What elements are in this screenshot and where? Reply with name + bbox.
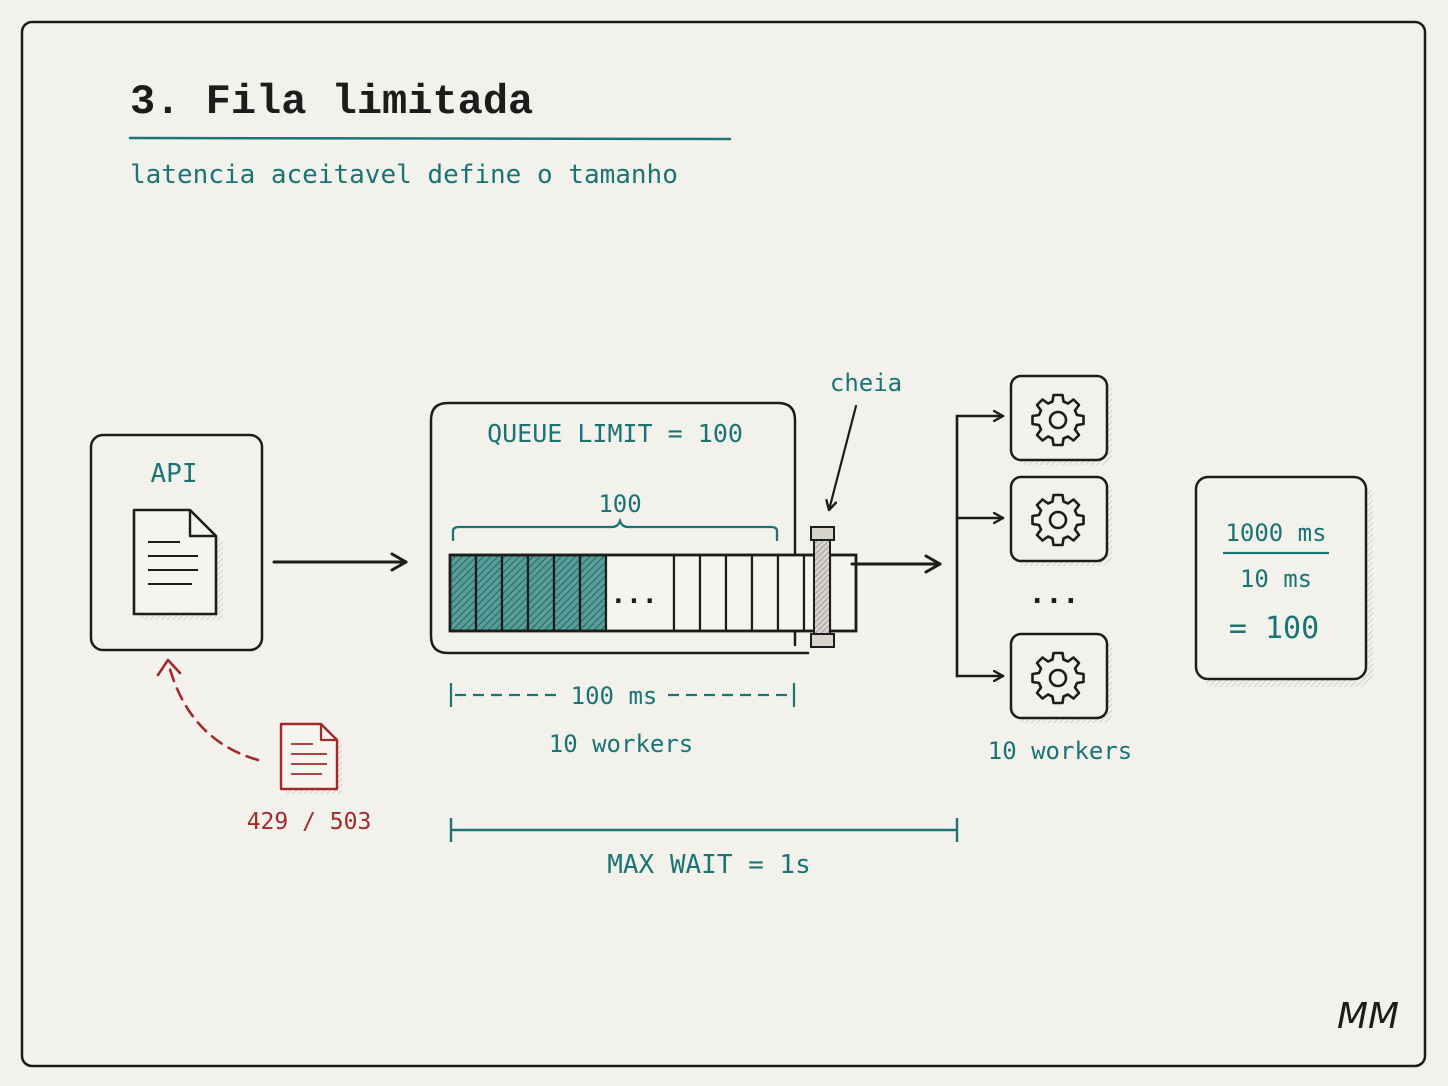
reject-arrow xyxy=(166,660,260,762)
queue-brace xyxy=(451,517,779,542)
api-node: API xyxy=(89,433,264,652)
queue-full-barrier xyxy=(810,526,835,648)
queue-box xyxy=(429,401,810,655)
queue-slot-empty xyxy=(698,553,728,633)
queue-slot-filled xyxy=(474,553,504,633)
page-subtitle: latencia aceitavel define o tamanho xyxy=(130,160,678,190)
queue-workers-label: 10 workers xyxy=(549,730,694,758)
queue-node: QUEUE LIMIT = 100 100 ... cheia 100 ms 1… xyxy=(429,369,902,758)
api-label: API xyxy=(151,459,198,489)
queue-slot-empty xyxy=(828,553,858,633)
formula-card: 1000 ms 10 ms = 100 xyxy=(1194,475,1373,687)
reject-arrowhead xyxy=(156,658,182,677)
formula-denominator: 10 ms xyxy=(1240,565,1312,593)
page-title: 3. Fila limitada xyxy=(130,78,533,126)
queue-brace-label: 100 xyxy=(598,490,641,518)
title-underline xyxy=(128,136,732,141)
queue-slot-empty xyxy=(672,553,702,633)
worker-1 xyxy=(1009,374,1112,465)
queue-slot-filled xyxy=(500,553,530,633)
workers-label: 10 workers xyxy=(988,737,1133,765)
max-wait-label: MAX WAIT = 1s xyxy=(607,850,811,880)
frame-border xyxy=(20,20,1427,1068)
worker-n xyxy=(1009,632,1112,723)
queue-slot-empty xyxy=(750,553,780,633)
reject-node: 429 / 503 xyxy=(156,658,372,835)
worker-fanout xyxy=(955,416,1005,676)
queue-time-dimension xyxy=(449,683,796,707)
formula-numerator: 1000 ms xyxy=(1225,519,1326,547)
queue-slot-filled xyxy=(526,553,556,633)
queue-limit-label: QUEUE LIMIT = 100 xyxy=(487,419,743,448)
queue-slot-filled xyxy=(552,553,582,633)
queue-full-pointer xyxy=(829,404,858,510)
signature: MM xyxy=(1337,996,1399,1037)
queue-slots xyxy=(448,553,858,633)
queue-slots-outline xyxy=(448,553,858,633)
queue-full-label: cheia xyxy=(830,369,902,397)
queue-slot-gap xyxy=(604,553,676,633)
reject-label: 429 / 503 xyxy=(247,809,372,835)
queue-slot-empty xyxy=(776,553,806,633)
workers-ellipsis: ... xyxy=(1029,577,1080,610)
queue-slot-empty xyxy=(724,553,754,633)
document-icon xyxy=(132,508,223,620)
worker-2 xyxy=(1009,475,1112,566)
queue-slot-filled xyxy=(448,553,478,633)
queue-slot-filled xyxy=(578,553,608,633)
formula-result: = 100 xyxy=(1229,611,1319,646)
document-icon xyxy=(279,722,342,794)
queue-time-label: 100 ms xyxy=(571,682,658,710)
queue-ellipsis: ... xyxy=(611,580,658,610)
max-wait-dimension xyxy=(449,818,959,842)
